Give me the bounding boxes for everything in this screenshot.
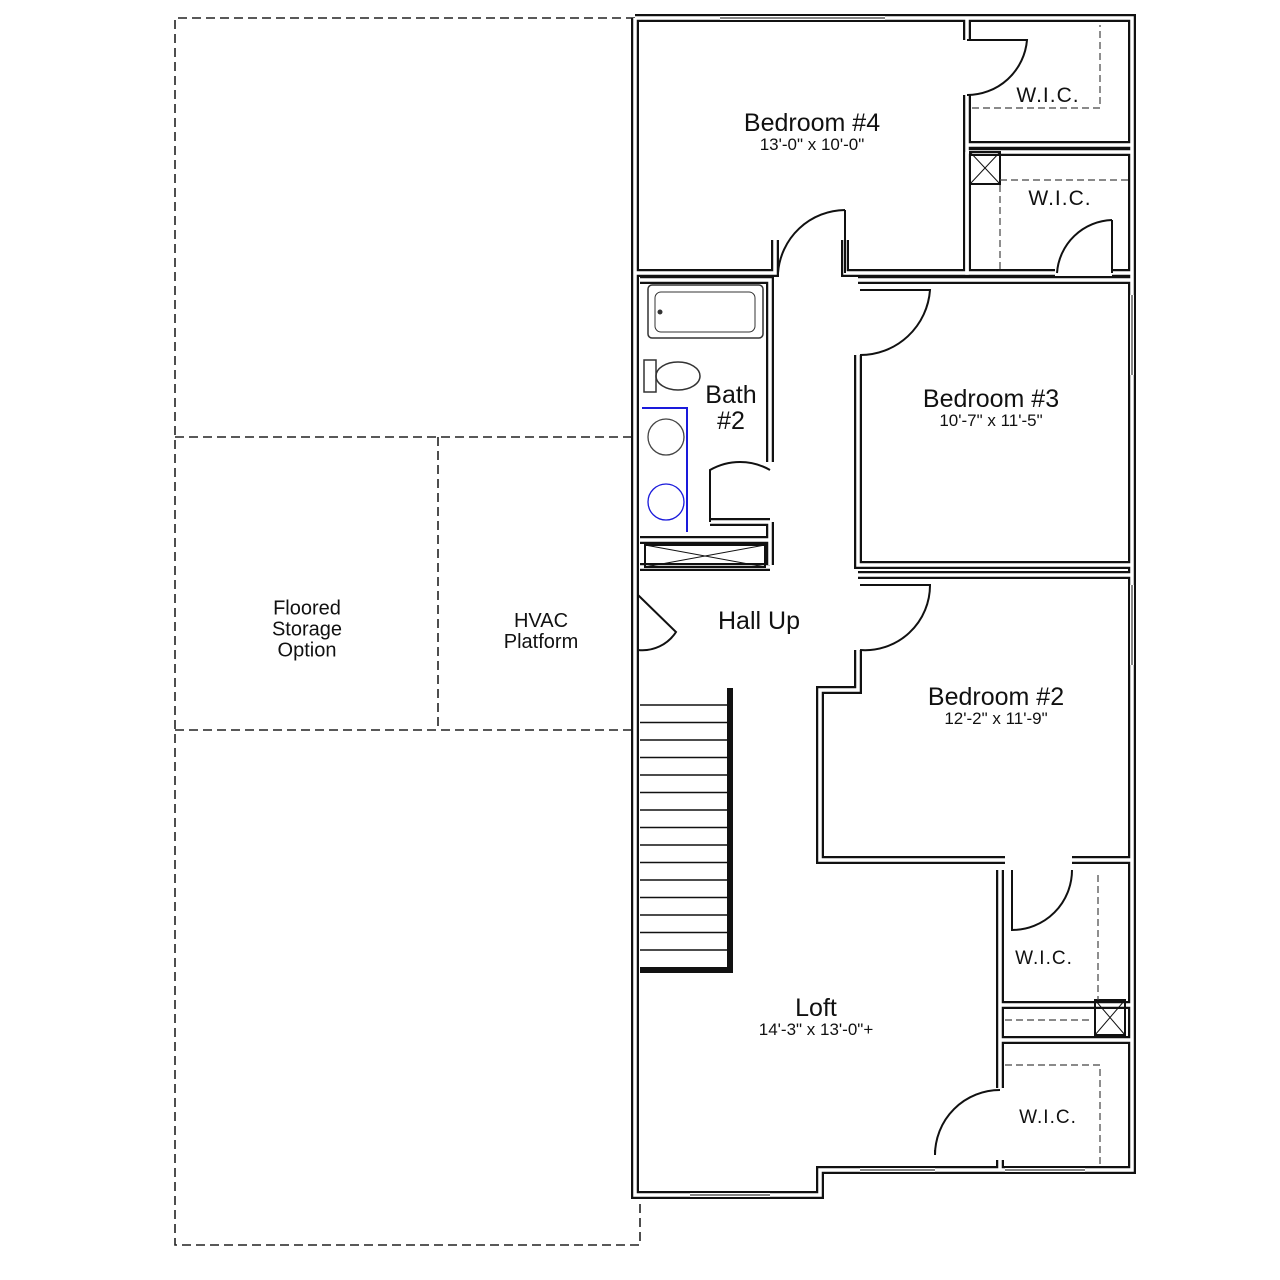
wall-core	[818, 650, 1005, 862]
wall-core	[640, 278, 772, 462]
area-hvac-platform: HVAC Platform	[504, 611, 578, 653]
vanity-outline	[642, 407, 688, 532]
door-swing	[637, 594, 678, 652]
wall	[816, 650, 1005, 864]
room-bedroom-2: Bedroom #2 12'-2" x 11'-9"	[928, 684, 1064, 728]
chase-box	[1094, 999, 1126, 1036]
room-bath-2: Bath #2	[705, 382, 756, 435]
door-swing	[934, 1089, 1001, 1156]
wall-core	[856, 355, 1132, 567]
label-line: Option	[277, 639, 337, 662]
room-name: Bath	[705, 380, 757, 409]
door-swing	[1056, 219, 1113, 274]
label-line: Floored	[273, 597, 341, 620]
room-bedroom-4: Bedroom #4 13'-0" x 10'-0"	[744, 110, 880, 154]
door-swing	[709, 460, 771, 522]
room-hall: Hall Up	[718, 606, 800, 635]
chase-x	[1094, 999, 1126, 1036]
wall-core	[965, 152, 1055, 275]
wall-core	[633, 16, 1134, 1197]
wall	[963, 152, 1055, 277]
room-name: Bedroom #2	[927, 682, 1065, 711]
closet-shelf	[1005, 1064, 1101, 1165]
room-wic-1: W.I.C.	[1016, 83, 1080, 107]
label-line: Storage	[271, 618, 343, 641]
wall	[635, 240, 779, 277]
dashed-attic-boundary	[174, 17, 641, 1246]
room-wic-2: W.I.C.	[1028, 186, 1092, 210]
room-loft: Loft 14'-3" x 13'-0"+	[759, 995, 873, 1039]
stair-rail	[640, 688, 733, 973]
chase-x	[969, 151, 1001, 185]
room-dimensions: 10'-7" x 11'-5"	[939, 411, 1043, 431]
room-name: Bedroom #3	[922, 384, 1060, 413]
chase-box	[644, 544, 766, 568]
closet-shelf	[972, 25, 1101, 109]
chase-x	[644, 544, 766, 568]
area-floored-storage: Floored Storage Option	[271, 597, 343, 662]
wall	[640, 276, 774, 462]
door-swing	[859, 584, 932, 652]
label-line: Platform	[503, 631, 579, 653]
sink-icon	[647, 483, 685, 521]
door-swing	[966, 39, 1029, 97]
room-wic-3: W.I.C.	[1015, 948, 1073, 970]
room-number: #2	[717, 407, 745, 435]
room-wic-4: W.I.C.	[1019, 1107, 1077, 1129]
room-bedroom-3: Bedroom #3 10'-7" x 11'-5"	[923, 386, 1059, 430]
room-dimensions: 12'-2" x 11'-9"	[944, 709, 1048, 729]
door-swing	[1011, 869, 1073, 932]
room-name: Loft	[795, 993, 837, 1022]
room-dimensions: 13'-0" x 10'-0"	[759, 135, 865, 155]
toilet-icon	[655, 361, 701, 391]
label-line: HVAC	[513, 610, 569, 632]
sink-icon	[647, 418, 685, 456]
bathtub-basin	[654, 291, 756, 333]
door-swing	[859, 289, 932, 357]
toilet-tank	[643, 359, 657, 393]
chase-box	[969, 151, 1001, 185]
room-dimensions: 14'-3" x 13'-0"+	[758, 1020, 874, 1040]
bathtub-icon	[647, 284, 764, 339]
wall-core	[635, 240, 777, 275]
room-name: Bedroom #4	[743, 108, 881, 137]
bathtub-drain	[657, 309, 663, 315]
door-swing	[777, 209, 846, 274]
